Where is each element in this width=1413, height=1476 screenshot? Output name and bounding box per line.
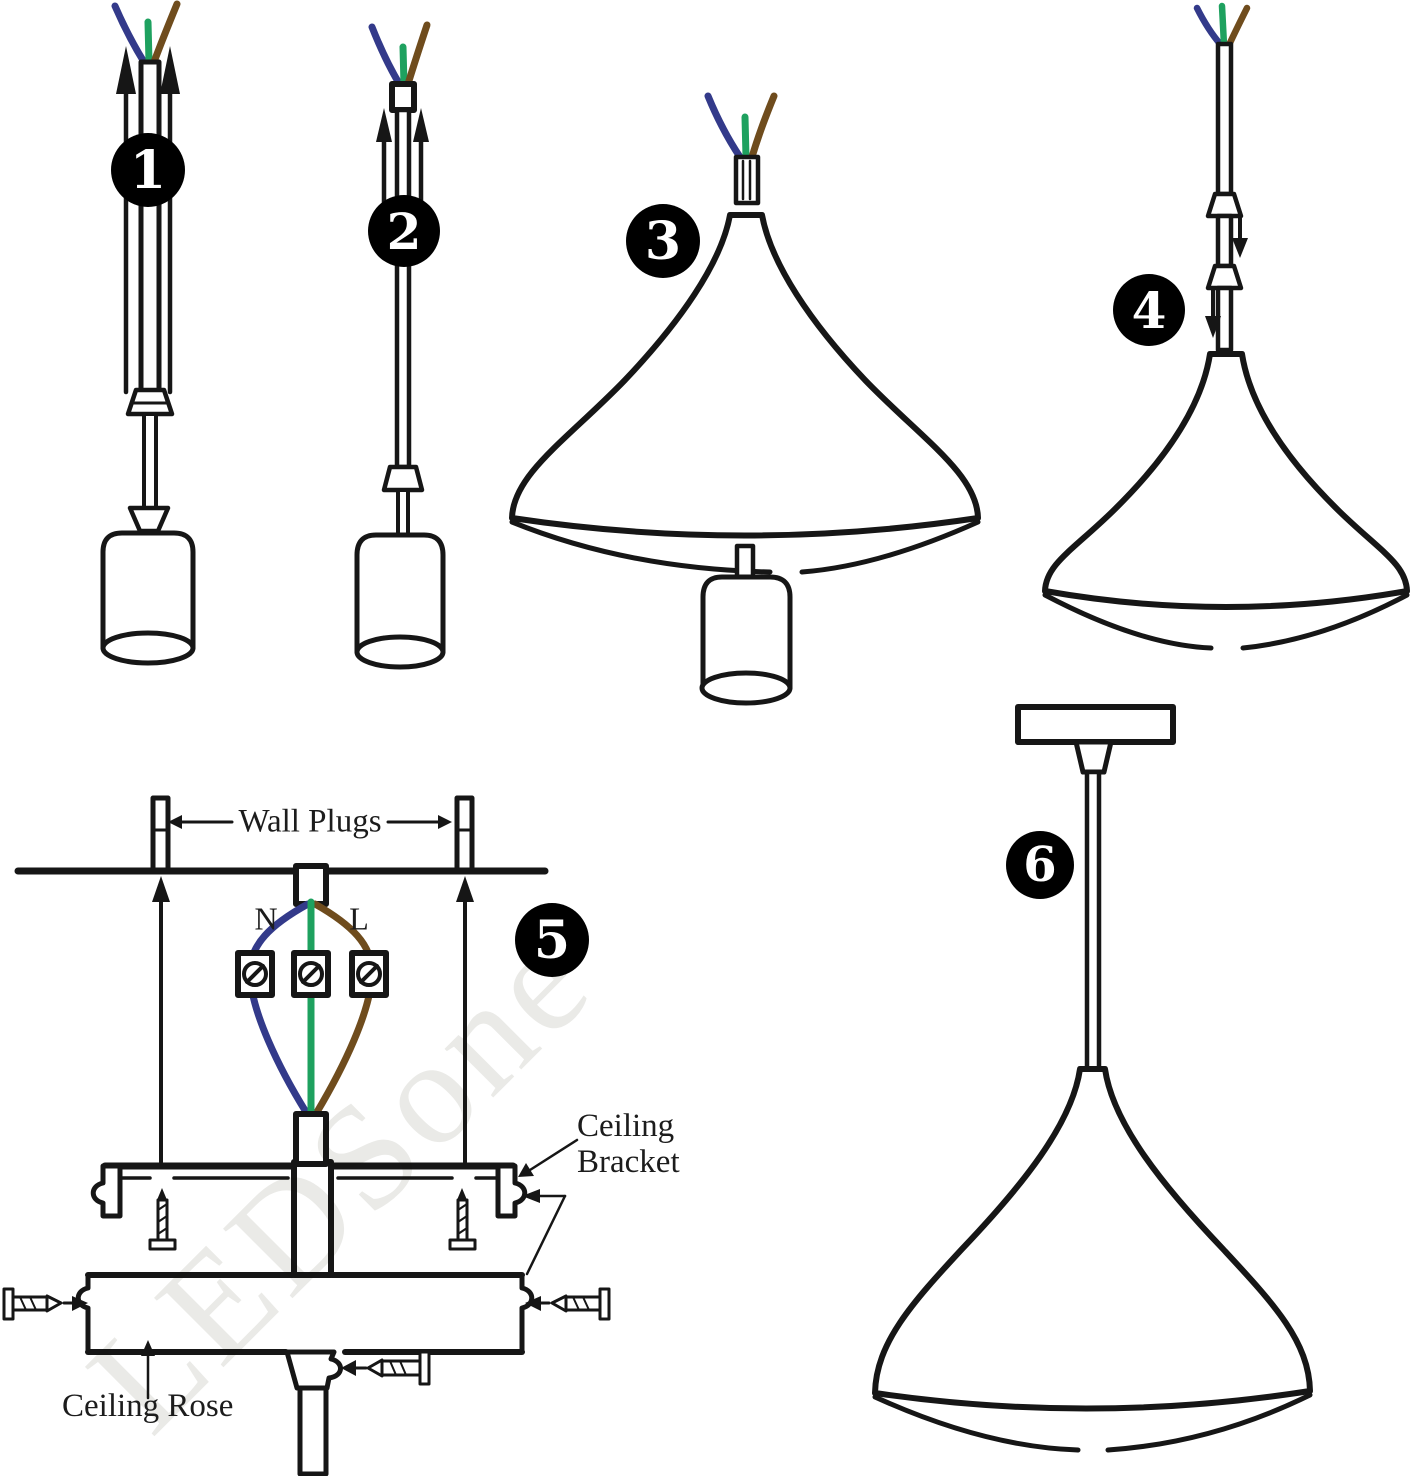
shade-rim [1105,1392,1313,1453]
screw-icon [341,1350,431,1386]
neutral-wire [368,23,404,89]
step-6-badge: 6 [1006,831,1074,899]
shade-rim [872,1394,1081,1453]
lamp-holder [354,532,446,655]
screw-icon [2,1287,88,1321]
step-4-badge: 4 [1113,274,1185,346]
shade-rim [1240,592,1410,651]
wall-plug [454,795,475,873]
shade-rim [799,519,981,575]
screw-icon [448,1188,477,1251]
step-1-badge: 1 [111,133,185,207]
neutral-label: N [254,900,278,937]
ceiling-plate [1015,704,1176,745]
ceiling-bracket-label: Ceiling Bracket [577,1108,680,1180]
cord-segment [1215,213,1234,269]
earth-wire [144,18,153,66]
pendant-cord [1084,769,1102,1072]
cord-grip [1205,263,1244,291]
step-5-badge: 5 [515,903,589,977]
step-2-cord-and-holder [354,21,446,670]
up-arrow [152,876,170,1164]
step-6-finished-pendant [872,704,1313,1453]
step-5-wiring-diagram [2,795,611,1476]
cord-grip [1205,191,1244,219]
live-wire [748,92,778,161]
lamp-holder-opening [100,630,196,666]
cord-segment [142,412,158,510]
neutral-wire [1193,4,1225,49]
cord-grip [381,464,425,493]
terminal-block [235,950,275,998]
pendant-cord [1215,41,1234,197]
terminal-block [349,950,389,998]
cord-grip [284,1349,343,1391]
neutral-wire [704,92,744,161]
wall-plug [150,795,171,873]
right-arrow [386,815,452,829]
cord-ferrule [389,81,417,113]
up-arrow [456,876,474,1164]
lamp-holder [700,574,793,691]
cord-connector [293,863,329,907]
ceiling-rose-label: Ceiling Rose [62,1388,234,1424]
live-wire [1225,4,1251,49]
neutral-wire [111,2,148,66]
step-3-badge: 3 [626,204,700,278]
lamp-holder-opening [699,670,793,706]
pendant-cord [394,107,412,470]
holder-cap [127,505,171,534]
wall-plugs-label: Wall Plugs [238,803,382,840]
terminal-block [291,950,331,998]
shade-rim [509,519,773,575]
pendant-cord [138,59,162,395]
screw-icon [525,1287,611,1321]
pendant-cord [297,1385,329,1476]
cord-segment [396,488,410,537]
live-wire [404,21,431,88]
live-wire [150,0,181,66]
up-arrow [116,46,136,395]
lamp-shade [1042,351,1410,610]
cord-connector [293,1111,329,1167]
left-arrow [168,815,234,829]
lamp-shade [509,212,981,539]
shade-rim [1042,592,1214,651]
cord-segment [1215,285,1234,353]
lamp-holder [100,530,196,651]
step-1-cord-and-holder [100,0,196,666]
threaded-nipple [733,154,761,206]
live-label: L [349,900,369,937]
ceiling-rose [75,1272,535,1355]
down-arrow [1232,216,1248,258]
step-4-assembled-shade [1042,2,1410,651]
step-2-badge: 2 [368,195,440,267]
down-arrow [1205,288,1221,338]
lamp-shade [872,1066,1313,1412]
pointer-arrow [518,1138,579,1276]
lamp-holder-opening [354,634,446,670]
earth-wire [741,113,750,161]
ceiling-bracket-label-line1: Ceiling [577,1108,675,1144]
cord-grip [1073,739,1114,775]
ceiling-bracket-label-line2: Bracket [577,1144,680,1180]
cord-segment [734,543,756,581]
pointer-arrow [141,1340,155,1400]
up-arrow [160,46,180,395]
earth-wire [1218,2,1228,49]
step-3-shade-assembly [509,92,981,706]
earth-wire [399,43,408,89]
screw-icon [148,1188,177,1251]
